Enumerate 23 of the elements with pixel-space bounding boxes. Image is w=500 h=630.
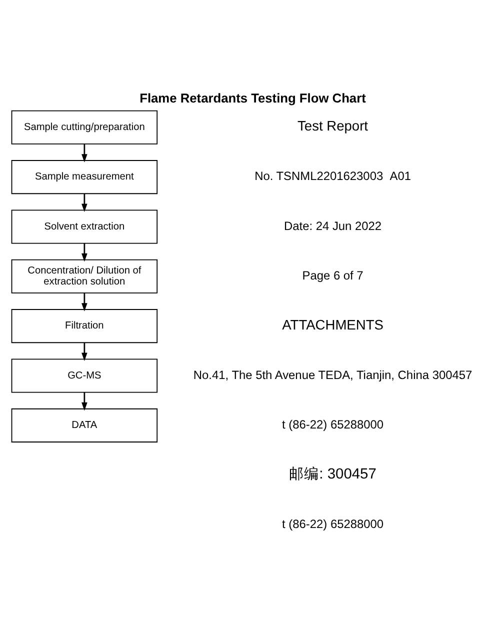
node-box: Concentration/ Dilution of extraction solution xyxy=(11,258,158,293)
arrow xyxy=(82,342,88,361)
label: Page 6 of 7 xyxy=(302,268,364,282)
arrow xyxy=(82,392,88,410)
label: No. TSNML2201623003 A01 xyxy=(254,168,411,183)
node-box: DATA xyxy=(11,408,158,442)
label: Test Report xyxy=(298,118,368,134)
label: t (86-22) 65288000 xyxy=(282,417,384,432)
node-box: Sample cutting/preparation xyxy=(11,110,158,144)
arrow xyxy=(82,292,88,311)
arrow xyxy=(82,193,88,212)
arrow xyxy=(82,242,88,262)
node-box: Sample measurement xyxy=(11,160,158,194)
node-box: Solvent extraction xyxy=(11,209,158,244)
label: 邮编: 300457 xyxy=(289,466,376,482)
label: ATTACHMENTS xyxy=(282,316,384,332)
label: No.41, The 5th Avenue TEDA, Tianjin, China 300457 xyxy=(193,367,472,382)
arrow xyxy=(82,143,88,162)
label: t (86-22) 65288000 xyxy=(282,516,384,530)
node-box: GC-MS xyxy=(11,358,158,392)
diagram-title: Flame Retardants Testing Flow Chart xyxy=(140,90,366,106)
label: Date: 24 Jun 2022 xyxy=(284,218,382,232)
node-box: Filtration xyxy=(11,308,158,343)
